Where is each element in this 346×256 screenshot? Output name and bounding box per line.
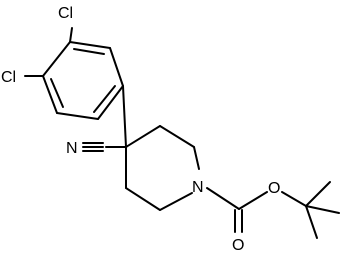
benzene-bond-6 [42,41,71,77]
piperidine-nitrogen-label: N [192,179,204,196]
aryl-quaternary-bond [122,85,127,148]
benzene-bond-1-inner [73,48,105,55]
piperidine-bond-1 [125,125,161,148]
ester-bond-to-oxygen [238,191,268,210]
chlorine-top-label: Cl [58,5,73,22]
carbamate-n-c-bond [206,187,240,210]
ester-oxygen-label: O [268,180,280,197]
chlorine-top-bond [69,27,73,43]
carbonyl-oxygen-label: O [232,237,244,254]
benzene-bond-2 [109,47,124,87]
benzene-bond-3 [97,85,124,120]
chlorine-left-label: Cl [1,69,16,86]
benzene-bond-5 [42,75,58,114]
nitrile-group: N [66,140,127,157]
benzene-bond-3-inner [93,85,116,113]
benzene-bond-5-inner [50,78,64,108]
boc-group: O O [206,180,340,254]
ester-bond-to-quaternary-carbon [281,191,307,207]
chlorine-substituents: Cl Cl [1,5,73,86]
piperidine-bond-2 [159,125,195,148]
aryl-link [122,85,127,148]
piperidine-ring: N [125,125,204,211]
benzene-ring [42,41,124,120]
piperidine-bond-4 [159,192,193,211]
tert-butyl-methyl-bottom [305,205,318,239]
benzene-bond-1 [69,41,111,49]
nitrile-nitrogen-label: N [66,140,78,157]
piperidine-bond-5 [125,187,161,211]
piperidine-bond-3 [193,146,200,170]
tert-butyl-methyl-right [305,205,340,214]
tert-butyl-methyl-top [305,181,331,207]
benzene-bond-4 [56,112,99,120]
